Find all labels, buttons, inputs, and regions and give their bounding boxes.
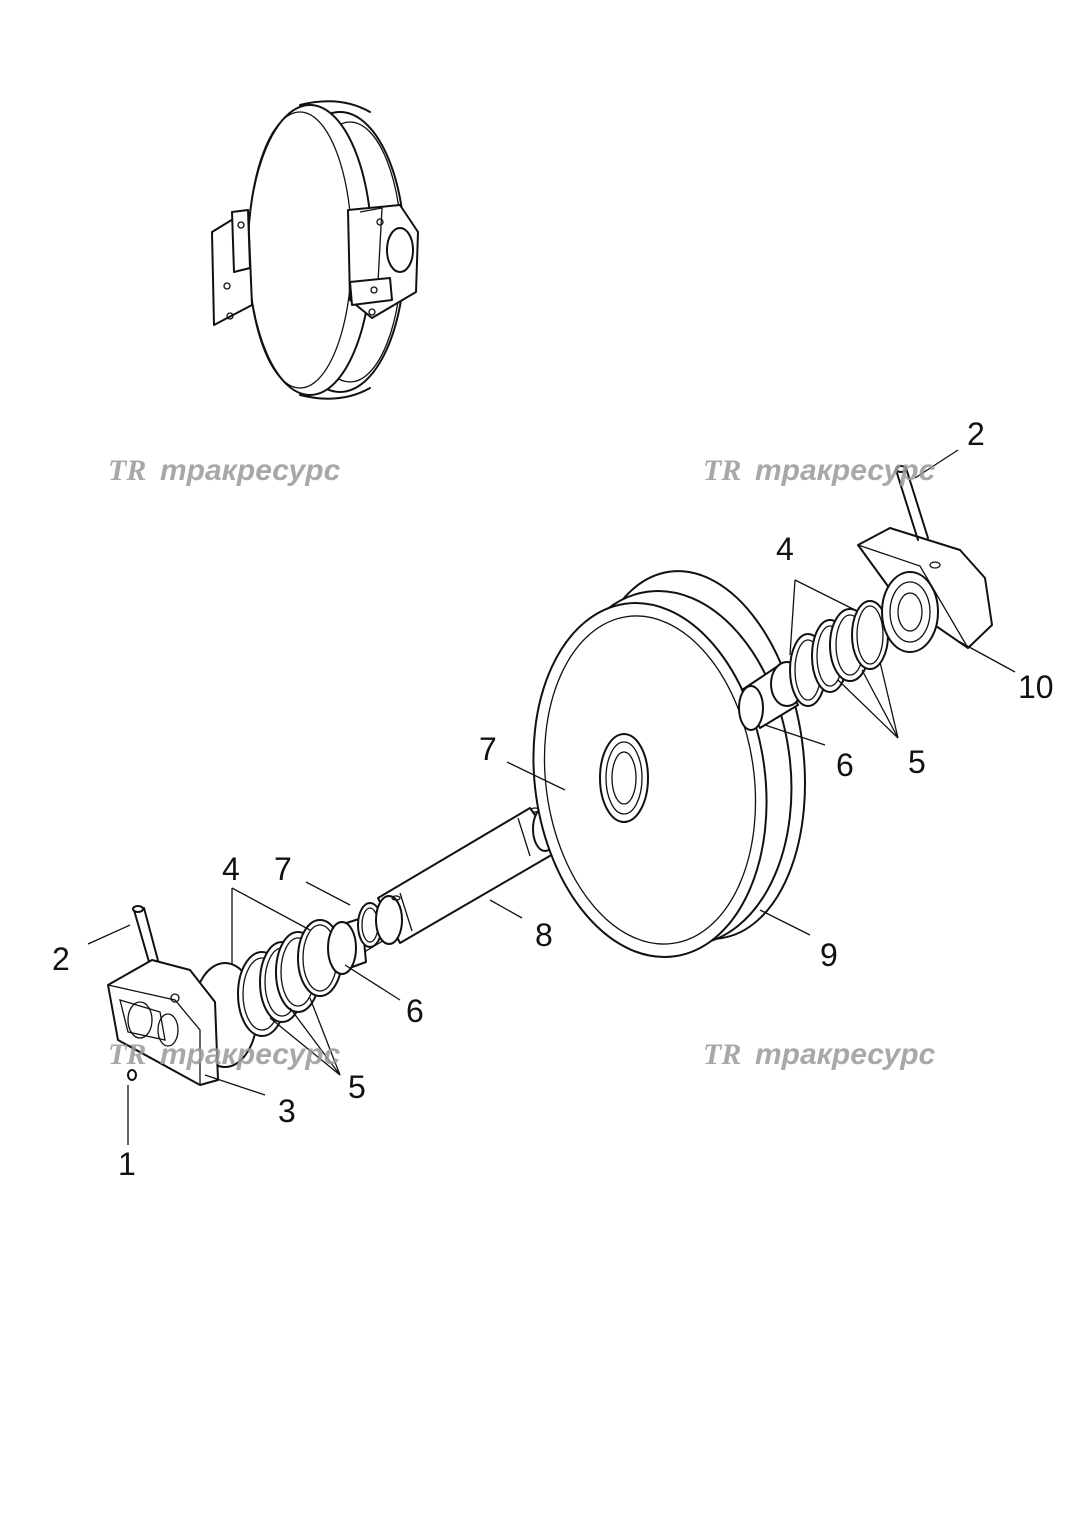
assembled-idler bbox=[211, 100, 419, 400]
svg-text:TR: TR bbox=[108, 454, 146, 487]
watermark-top-left: TR тракресурс bbox=[108, 454, 341, 487]
svg-text:тракресурс: тракресурс bbox=[755, 454, 936, 487]
callout-5-left: 5 bbox=[348, 1069, 366, 1105]
svg-text:тракресурс: тракресурс bbox=[755, 1038, 936, 1071]
svg-text:TR: TR bbox=[703, 1038, 741, 1071]
callout-7-center: 7 bbox=[479, 731, 497, 767]
callout-4-left: 4 bbox=[222, 851, 240, 887]
callout-5-right: 5 bbox=[908, 744, 926, 780]
callout-9: 9 bbox=[820, 937, 838, 973]
callout-2-left: 2 bbox=[52, 941, 70, 977]
left-seal-group bbox=[237, 919, 343, 1037]
callout-1: 1 bbox=[118, 1146, 136, 1182]
leader-lines bbox=[87, 449, 1016, 1145]
left-bushing bbox=[327, 902, 383, 975]
callout-10: 10 bbox=[1018, 669, 1054, 705]
callout-3: 3 bbox=[278, 1093, 296, 1129]
svg-text:тракресурс: тракресурс bbox=[160, 454, 341, 487]
idler-wheel bbox=[532, 570, 807, 958]
callout-8: 8 bbox=[535, 917, 553, 953]
svg-text:тракресурс: тракресурс bbox=[160, 1038, 341, 1071]
right-seal-group bbox=[789, 600, 889, 707]
watermark-bottom-left: TR тракресурс bbox=[108, 1038, 341, 1071]
svg-text:TR: TR bbox=[703, 454, 741, 487]
callout-6-left: 6 bbox=[406, 993, 424, 1029]
callout-6-right: 6 bbox=[836, 747, 854, 783]
right-collar bbox=[857, 465, 993, 653]
callout-2-right: 2 bbox=[967, 416, 985, 452]
callout-4-right: 4 bbox=[776, 531, 794, 567]
watermark-top-right: TR тракресурс bbox=[703, 454, 936, 487]
svg-text:TR: TR bbox=[108, 1038, 146, 1071]
callout-7-left: 7 bbox=[274, 851, 292, 887]
shaft bbox=[375, 806, 561, 945]
watermark-bottom-right: TR тракресурс bbox=[703, 1038, 936, 1071]
